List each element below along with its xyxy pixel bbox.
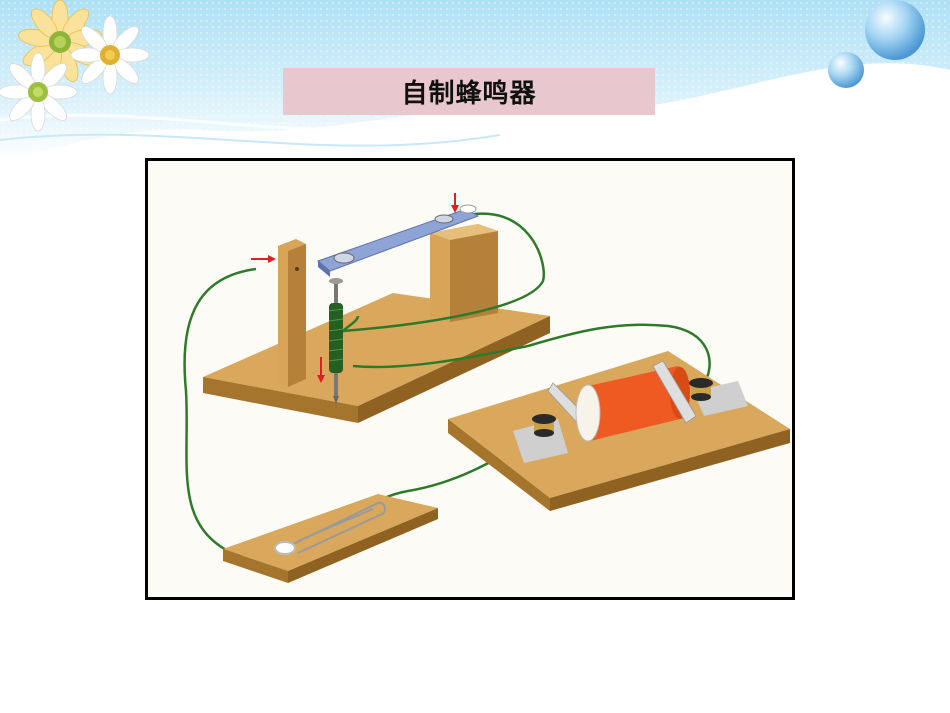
buzzer-illustration (148, 161, 792, 597)
slide-title: 自制蜂鸣器 (401, 79, 537, 109)
wire-end-icon (459, 204, 477, 214)
nail-electromagnet (328, 278, 344, 404)
metal-strip (317, 208, 480, 277)
slide-title-box: 自制蜂鸣器 (283, 68, 655, 115)
screw-terminal-icon (532, 378, 713, 437)
buzzer-illustration-frame (145, 158, 795, 600)
safety-pin-switch (274, 501, 386, 555)
orange-coil (547, 360, 697, 442)
bubble-icon (828, 0, 925, 88)
left-wood-post (278, 239, 306, 387)
right-wood-post (430, 224, 498, 322)
daisy-flower-icon (0, 0, 150, 132)
red-arrow-icon (251, 193, 459, 383)
